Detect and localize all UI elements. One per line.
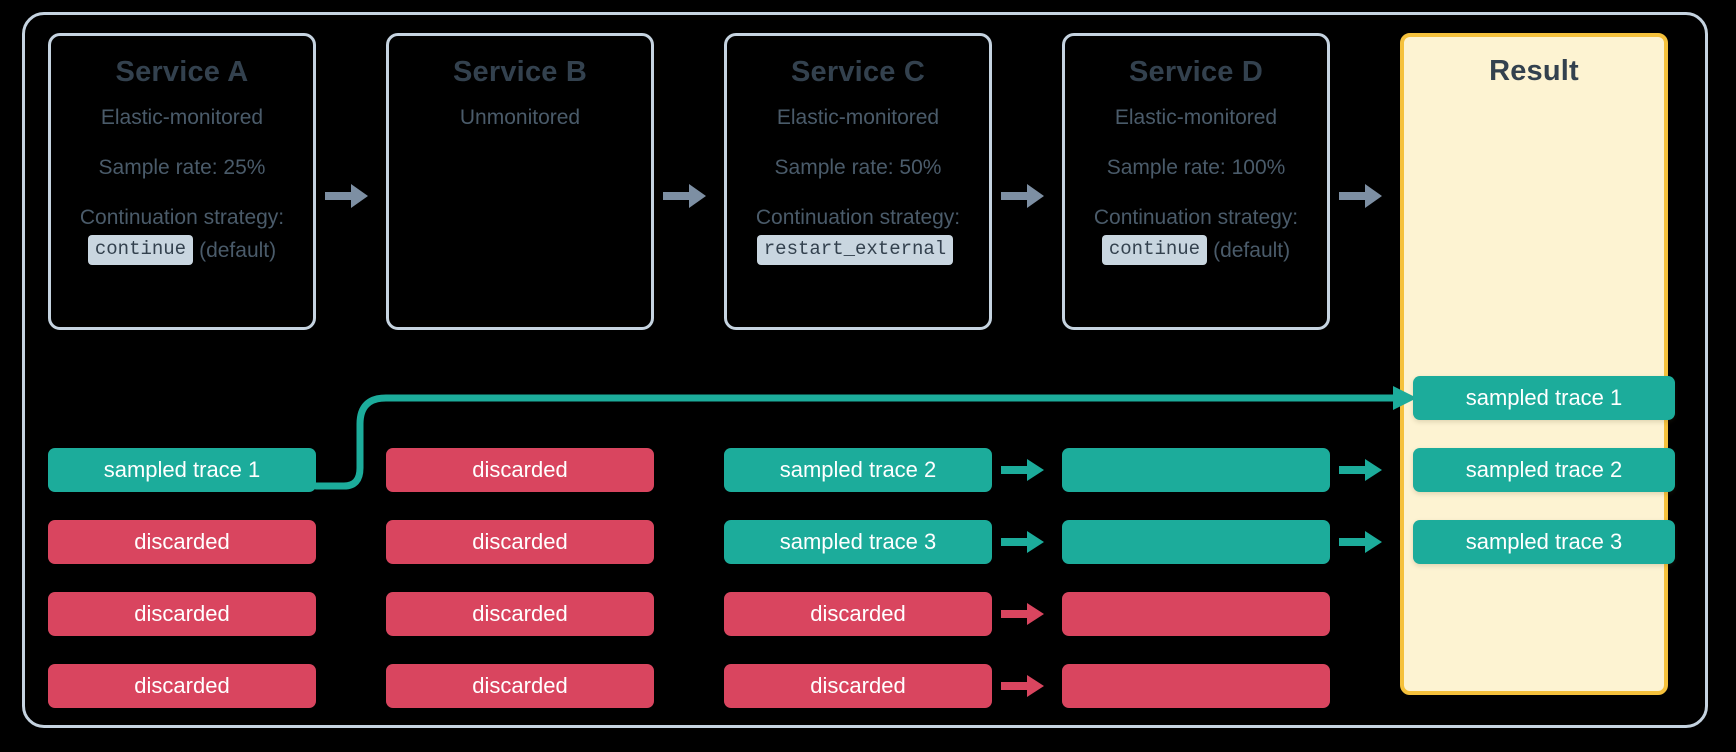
spacer — [1065, 182, 1327, 204]
trace-bar: discarded — [386, 520, 654, 564]
arrow-trace-c-to-d-icon — [1001, 459, 1044, 481]
spacer — [51, 182, 313, 204]
service-box-c: Service C Elastic-monitored Sample rate:… — [724, 33, 992, 330]
trace-bar: sampled trace 2 — [724, 448, 992, 492]
arrow-trace-d-to-result-icon — [1339, 459, 1382, 481]
arrow-trace-c-to-d-icon — [1001, 531, 1044, 553]
spacer — [727, 132, 989, 154]
result-trace-bar: sampled trace 2 — [1413, 448, 1675, 492]
service-a-strategy-note: (default) — [199, 238, 277, 262]
trace-bar — [1062, 448, 1330, 492]
spacer — [727, 182, 989, 204]
service-b-title: Service B — [453, 56, 587, 88]
service-a-strategy-value: continue — [87, 235, 194, 266]
arrow-c-to-d-icon — [1001, 184, 1044, 208]
service-c-title: Service C — [791, 56, 925, 88]
trace-bar: discarded — [48, 520, 316, 564]
service-a-title: Service A — [115, 56, 249, 88]
service-d-strategy-note: (default) — [1213, 238, 1291, 262]
service-d-title: Service D — [1129, 56, 1263, 88]
service-d-sample-rate: Sample rate: 100% — [1106, 155, 1286, 179]
service-c-strategy-value: restart_external — [756, 235, 954, 266]
trace-bar — [1062, 664, 1330, 708]
spacer — [51, 132, 313, 154]
service-box-a: Service A Elastic-monitored Sample rate:… — [48, 33, 316, 330]
trace-bar — [1062, 520, 1330, 564]
service-box-b: Service B Unmonitored — [386, 33, 654, 330]
service-d-monitoring: Elastic-monitored — [1114, 106, 1278, 130]
result-panel: Result — [1400, 33, 1668, 695]
arrow-b-to-c-icon — [663, 184, 706, 208]
service-d-strategy-label: Continuation strategy: — [1093, 205, 1299, 229]
arrow-trace-d-to-result-icon — [1339, 531, 1382, 553]
trace-bar: discarded — [724, 664, 992, 708]
service-a-sample-rate: Sample rate: 25% — [98, 155, 266, 179]
trace-bar: discarded — [48, 592, 316, 636]
result-trace-bar: sampled trace 1 — [1413, 376, 1675, 420]
arrow-trace-c-to-d-icon — [1001, 675, 1044, 697]
arrow-a-to-b-icon — [325, 184, 368, 208]
result-title: Result — [1489, 55, 1579, 87]
service-d-strategy-value: continue — [1101, 235, 1208, 266]
service-d-strategy-row: continue(default) — [1065, 235, 1327, 266]
service-c-sample-rate: Sample rate: 50% — [774, 155, 942, 179]
trace-bar: discarded — [48, 664, 316, 708]
trace-bar: discarded — [386, 448, 654, 492]
service-c-monitoring: Elastic-monitored — [776, 106, 940, 130]
trace-bar: discarded — [386, 592, 654, 636]
service-c-strategy-label: Continuation strategy: — [755, 205, 961, 229]
trace-bar: sampled trace 3 — [724, 520, 992, 564]
service-box-d: Service D Elastic-monitored Sample rate:… — [1062, 33, 1330, 330]
service-a-strategy-label: Continuation strategy: — [79, 205, 285, 229]
trace-bar: discarded — [386, 664, 654, 708]
result-trace-bar: sampled trace 3 — [1413, 520, 1675, 564]
service-a-strategy-row: continue(default) — [51, 235, 313, 266]
spacer — [1065, 132, 1327, 154]
trace-bar: sampled trace 1 — [48, 448, 316, 492]
arrow-trace-c-to-d-icon — [1001, 603, 1044, 625]
trace-bar — [1062, 592, 1330, 636]
service-b-monitoring: Unmonitored — [459, 106, 581, 130]
trace-bar: discarded — [724, 592, 992, 636]
service-a-monitoring: Elastic-monitored — [100, 106, 264, 130]
service-c-strategy-row: restart_external — [727, 235, 989, 266]
arrow-d-to-result-icon — [1339, 184, 1382, 208]
